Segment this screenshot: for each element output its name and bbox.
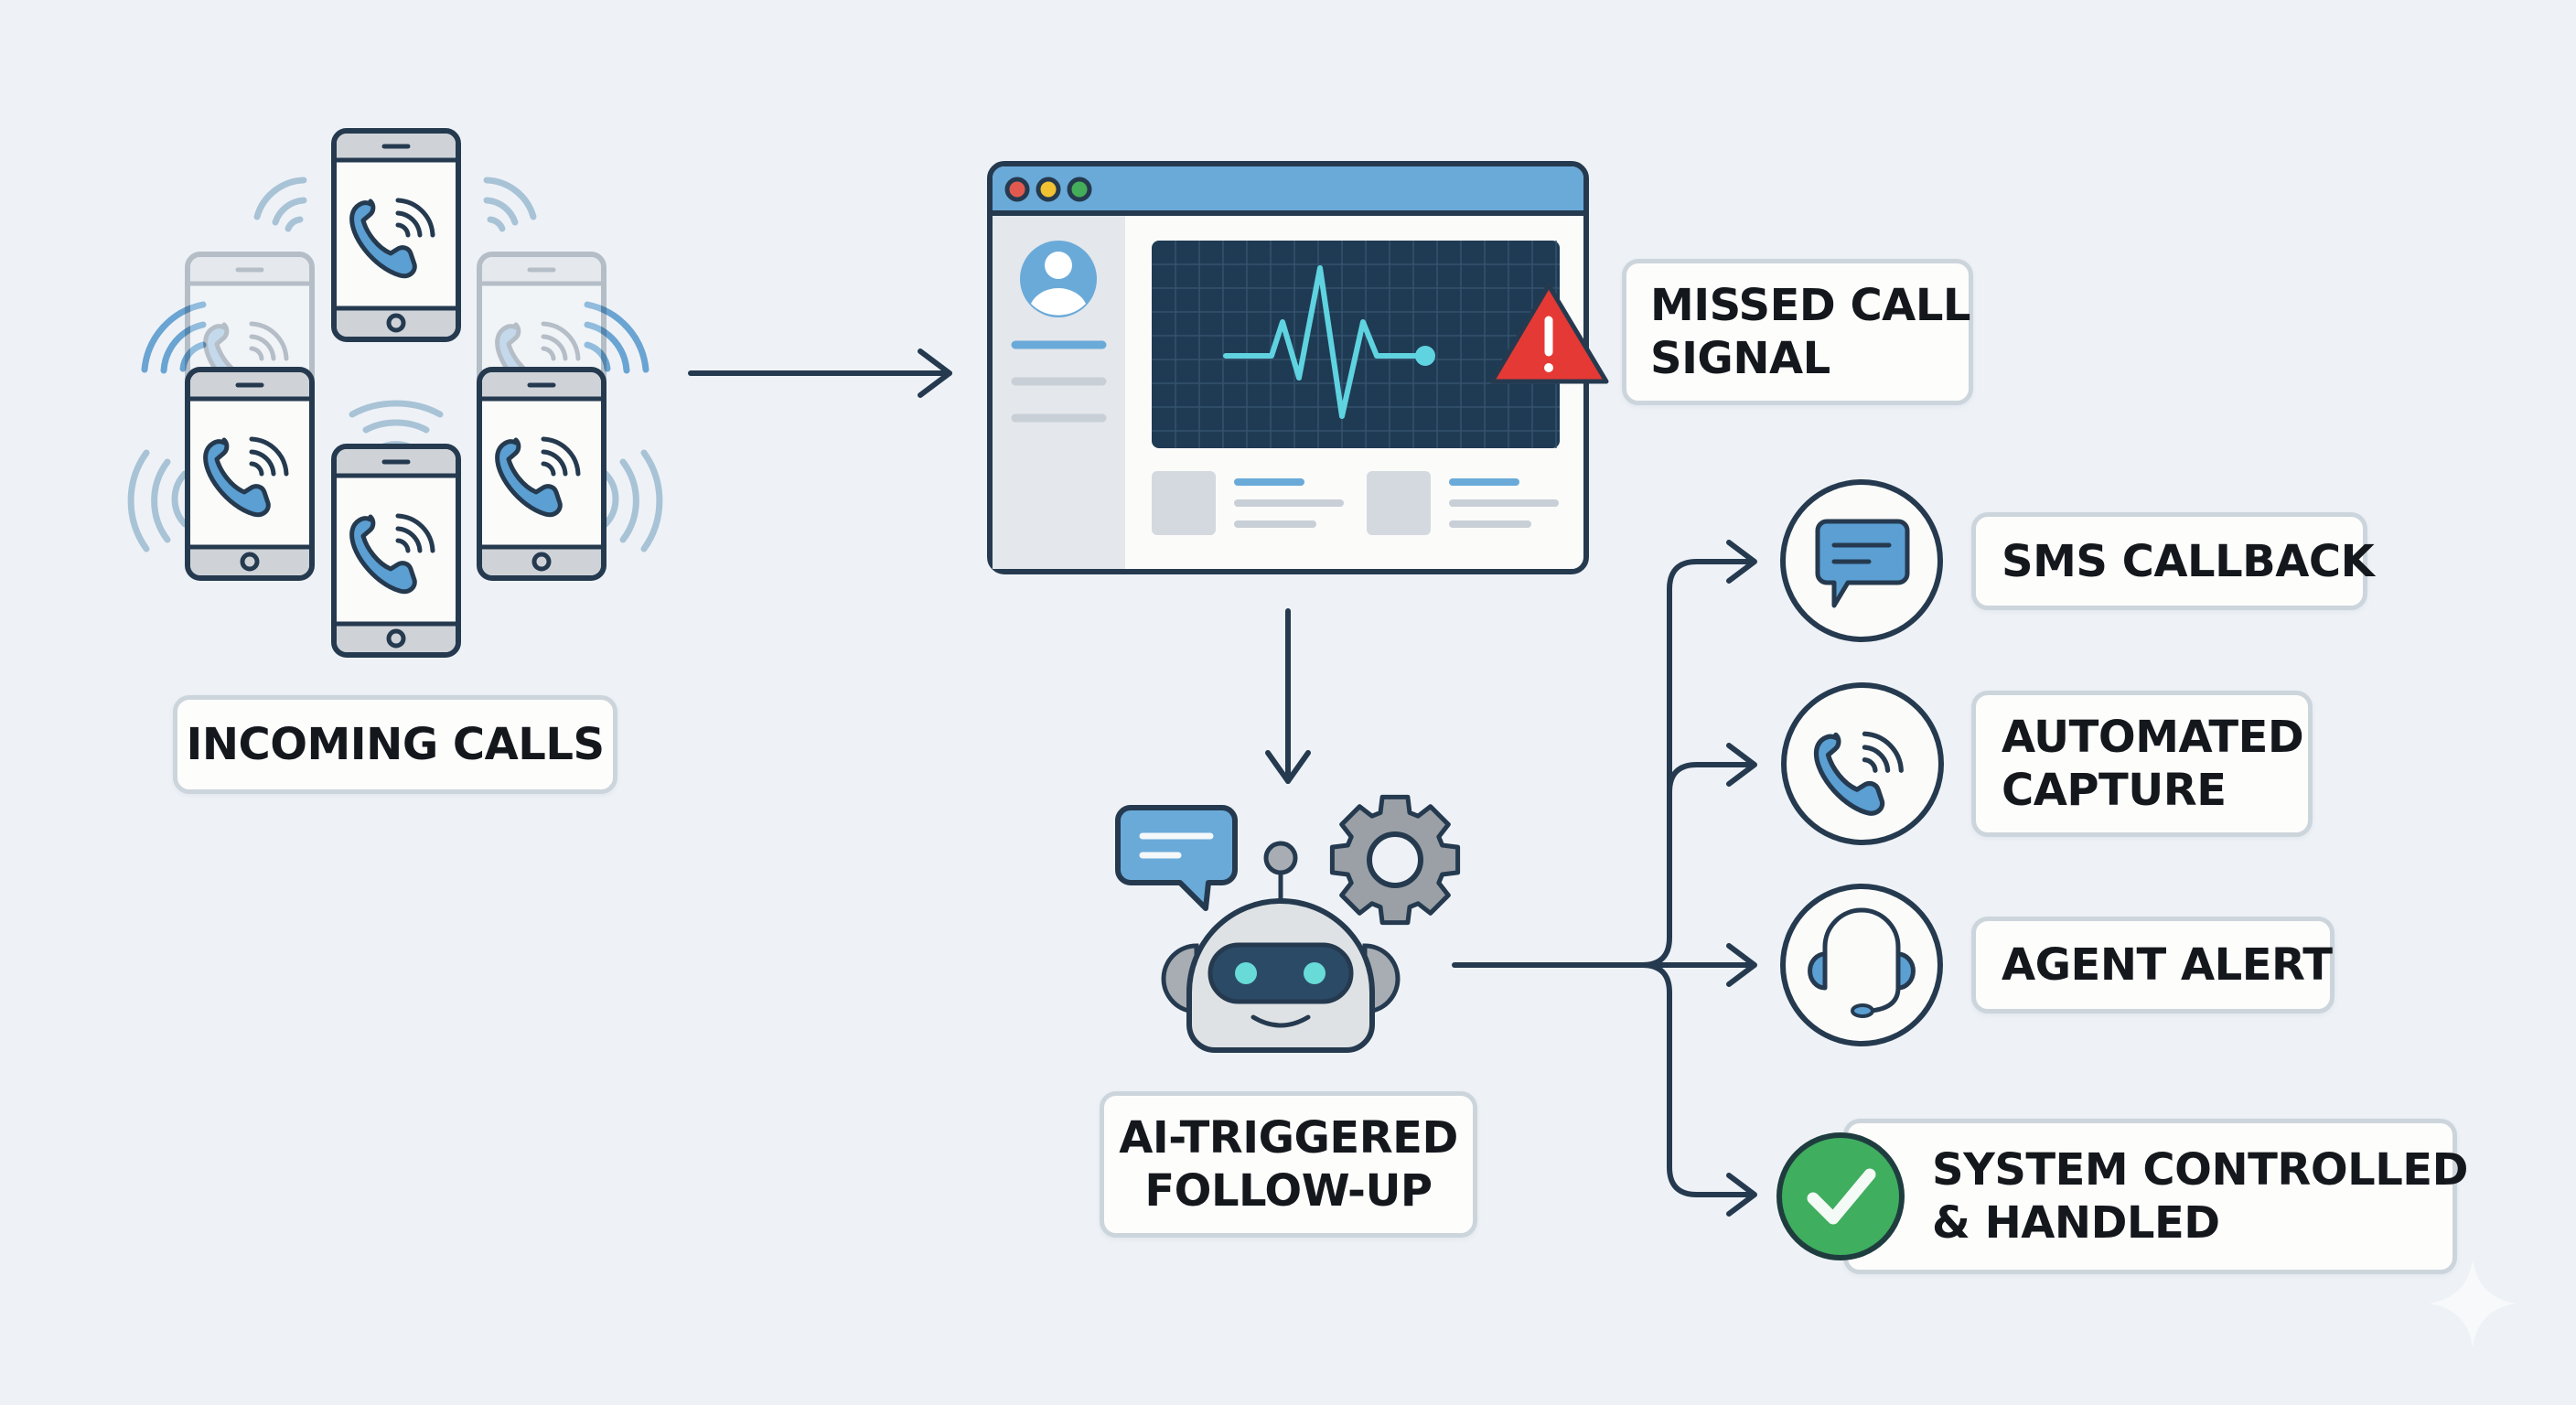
phone-icon-right (479, 370, 604, 578)
automated-capture-label-line-1: AUTOMATED (2002, 712, 2304, 763)
automated-capture-label-line-2: CAPTURE (2002, 765, 2227, 816)
missed-call-label-line-1: MISSED CALL (1650, 280, 1971, 331)
checkmark-icon (1776, 1132, 1905, 1260)
sms-chat-icon (1780, 479, 1943, 642)
missed-call-label-line-2: SIGNAL (1650, 333, 1830, 384)
system-handled-label-line-1: SYSTEM CONTROLLED (1932, 1144, 2468, 1196)
ai-label-line-2: FOLLOW-UP (1144, 1165, 1433, 1217)
system-handled-label: SYSTEM CONTROLLED & HANDLED (1843, 1119, 2468, 1274)
incoming-calls-label: INCOMING CALLS (173, 695, 617, 794)
ai-follow-up-label: AI-TRIGGERED FOLLOW-UP (1100, 1091, 1477, 1238)
arrow-to-monitor (688, 349, 952, 398)
phone-icon-bottom (334, 446, 458, 655)
branch-connectors (1452, 540, 1757, 1217)
headset-icon (1780, 884, 1943, 1046)
system-handled-label-line-2: & HANDLED (1932, 1197, 2220, 1249)
dashboard-window-icon (987, 161, 1589, 574)
ai-label-line-1: AI-TRIGGERED (1119, 1112, 1458, 1164)
arrow-to-ai (1265, 608, 1311, 784)
warning-triangle-icon (1489, 283, 1609, 384)
ecg-line (1223, 265, 1425, 419)
automated-capture-label: AUTOMATED CAPTURE (1971, 691, 2313, 837)
missed-call-signal-label: MISSED CALL SIGNAL (1622, 259, 1973, 405)
chat-bubble-icon (1115, 805, 1238, 911)
phone-icon-left (188, 370, 312, 578)
window-maximize-dot (1067, 177, 1092, 202)
sms-callback-label-line: SMS CALLBACK (2002, 535, 2375, 587)
sms-callback-label: SMS CALLBACK (1971, 512, 2375, 610)
agent-alert-label-line: AGENT ALERT (2002, 939, 2333, 991)
robot-icon (1161, 841, 1401, 1053)
phone-call-icon (1781, 682, 1944, 845)
incoming-calls-label-line: INCOMING CALLS (186, 719, 605, 770)
avatar-icon (1020, 241, 1097, 317)
agent-alert-label: AGENT ALERT (1971, 917, 2334, 1014)
sparkle-icon (2429, 1260, 2517, 1347)
window-minimize-dot (1036, 177, 1061, 202)
phone-icon-top (334, 131, 458, 339)
window-close-dot (1004, 177, 1030, 202)
gear-icon (1329, 794, 1461, 926)
